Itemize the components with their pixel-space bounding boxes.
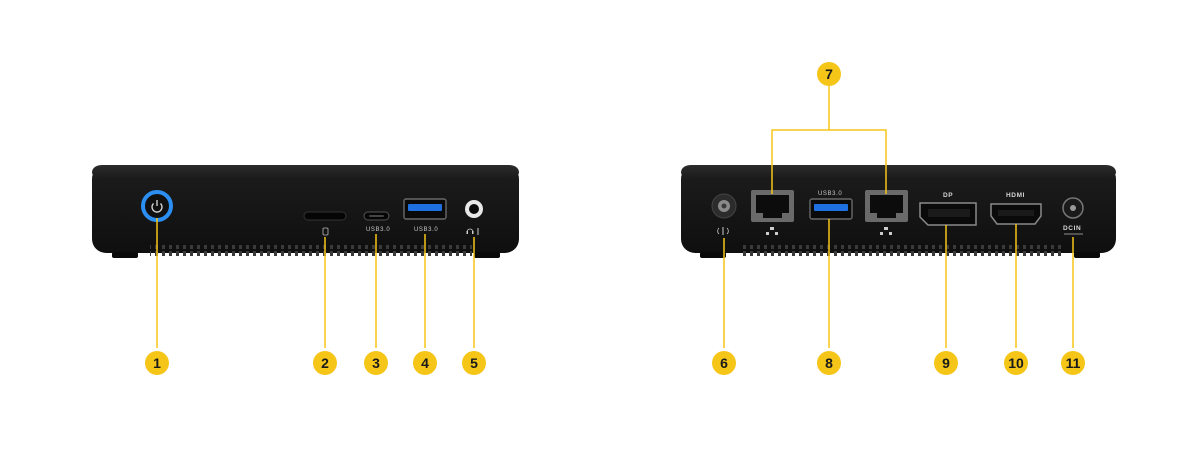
front-device-body [92, 165, 519, 253]
svg-text:1: 1 [153, 355, 161, 371]
front-device-vents [150, 245, 472, 256]
usb-a-port[interactable] [809, 198, 853, 220]
network-icon [880, 227, 892, 235]
usb-a-port[interactable] [403, 198, 447, 220]
dc-in-label: DCIN [1063, 225, 1081, 232]
callout-badge-5: 5 [462, 351, 486, 375]
hdmi-port[interactable] [990, 203, 1042, 225]
displayport-label: DP [943, 192, 953, 199]
callout-line-7 [771, 86, 887, 194]
callout-badge-3: 3 [364, 351, 388, 375]
callout-lines [156, 86, 1074, 348]
svg-text:11: 11 [1066, 355, 1081, 371]
callout-badge-7: 7 [817, 62, 841, 86]
callout-badge-9: 9 [934, 351, 958, 375]
headset-icon [466, 228, 479, 235]
sd-card-slot[interactable] [303, 211, 347, 221]
front-device-top-edge [92, 165, 519, 179]
callout-badge-4: 4 [413, 351, 437, 375]
svg-text:5: 5 [470, 355, 478, 371]
usb-c-label: USB3.0 [366, 227, 390, 233]
callout-badge-10: 10 [1004, 351, 1028, 375]
power-button[interactable] [141, 190, 173, 222]
svg-text:7: 7 [825, 66, 833, 82]
displayport[interactable] [919, 202, 977, 226]
callout-badge-11: 11 [1061, 351, 1085, 375]
svg-text:2: 2 [321, 355, 329, 371]
svg-text:6: 6 [720, 355, 728, 371]
audio-jack[interactable] [465, 200, 483, 218]
usb-c-port[interactable] [363, 211, 390, 221]
callout-badge-6: 6 [712, 351, 736, 375]
callout-badge-2: 2 [313, 351, 337, 375]
rear-device-foot-right [1074, 252, 1100, 258]
ethernet-port-1[interactable] [751, 190, 794, 222]
callout-badge-8: 8 [817, 351, 841, 375]
antenna-icon [717, 227, 729, 235]
ethernet-port-2[interactable] [865, 190, 908, 222]
svg-text:4: 4 [421, 355, 429, 371]
rear-device-foot-left [700, 252, 726, 258]
svg-text:3: 3 [372, 355, 380, 371]
rear-device-vents [742, 245, 1062, 256]
callout-badges: 1 2 3 4 5 6 7 8 [145, 62, 1085, 375]
power-icon [151, 200, 163, 213]
antenna-connector[interactable] [711, 193, 737, 219]
svg-text:9: 9 [942, 355, 950, 371]
svg-text:8: 8 [825, 355, 833, 371]
svg-text:10: 10 [1008, 355, 1024, 371]
usb-a-label: USB3.0 [818, 191, 842, 197]
front-device-foot-right [474, 252, 500, 258]
sd-card-icon [322, 227, 329, 236]
front-device-foot-left [112, 252, 138, 258]
network-icon [766, 227, 778, 235]
hdmi-label: HDMI [1006, 192, 1025, 199]
dc-in-jack[interactable] [1062, 197, 1084, 219]
callout-badge-1: 1 [145, 351, 169, 375]
usb-a-label: USB3.0 [414, 227, 438, 233]
rear-device: USB3.0 DP HDMI DCIN [681, 165, 1116, 258]
rear-device-top-edge [681, 165, 1116, 179]
front-device: USB3.0 USB3.0 [92, 165, 519, 258]
